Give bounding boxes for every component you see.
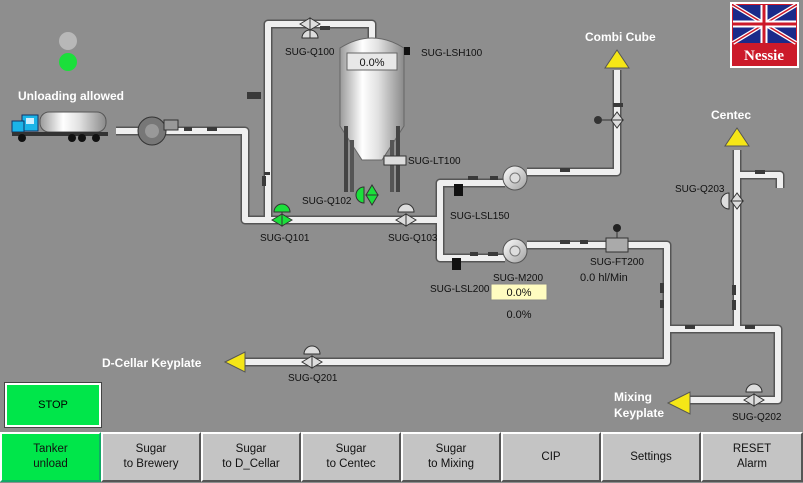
tag-q103: SUG-Q103	[388, 233, 438, 244]
nav-button-cip[interactable]: CIP	[501, 432, 601, 482]
arrow-mixing-icon	[666, 391, 691, 415]
valve-q201[interactable]	[301, 345, 323, 369]
status-lamps	[59, 32, 77, 71]
valve-q102[interactable]	[355, 184, 379, 206]
nessie-logo: Nessie	[730, 2, 799, 68]
dest-centec: Centec	[711, 108, 751, 122]
pipe-clamps	[184, 26, 765, 329]
dest-combi-cube: Combi Cube	[585, 30, 656, 44]
pipes	[116, 19, 785, 405]
dest-mixing-line1: Mixing	[614, 390, 652, 404]
tag-q201: SUG-Q201	[288, 373, 338, 384]
tag-ft200: SUG-FT200	[590, 257, 644, 268]
tag-lsl150: SUG-LSL150	[450, 211, 510, 222]
arrow-d-cellar-icon	[223, 351, 246, 373]
valve-q202[interactable]	[743, 383, 765, 407]
dest-d-cellar: D-Cellar Keyplate	[102, 356, 202, 370]
level-switch-lsh100-icon	[404, 47, 410, 55]
valve-q101[interactable]	[271, 203, 293, 227]
tag-q102: SUG-Q102	[302, 196, 352, 207]
tag-q100: SUG-Q100	[285, 47, 335, 58]
level-switch-lsl150-icon	[454, 184, 463, 196]
pump-speed-box[interactable]	[490, 283, 548, 301]
tag-lsl200: SUG-LSL200	[430, 284, 490, 295]
tank-level-box	[346, 52, 398, 71]
valve-q100[interactable]	[299, 17, 321, 39]
unloading-allowed-label: Unloading allowed	[18, 89, 124, 103]
tag-lsh100: SUG-LSH100	[421, 48, 483, 59]
pump-m200-icon[interactable]	[502, 238, 528, 264]
valve-q103[interactable]	[395, 203, 417, 227]
arrow-centec-icon	[724, 127, 750, 147]
stop-button[interactable]: STOP	[4, 382, 102, 428]
flow-transmitter-ft200-icon	[605, 224, 629, 253]
nav-button-tanker-unload[interactable]: Tanker unload	[0, 432, 101, 482]
nav-button-sugar-to-centec[interactable]: Sugar to Centec	[301, 432, 401, 482]
level-switch-lsl200-icon	[452, 258, 461, 270]
flow-value: 0.0 hl/Min	[580, 272, 628, 284]
nav-button-sugar-to-mixing[interactable]: Sugar to Mixing	[401, 432, 501, 482]
valve-combi-cube-manual[interactable]	[594, 111, 624, 129]
logo-text: Nessie	[744, 48, 784, 64]
tank-level-value: 0.0%	[359, 57, 384, 69]
valve-q203[interactable]	[720, 192, 744, 210]
nav-button-sugar-to-d-cellar[interactable]: Sugar to D_Cellar	[201, 432, 301, 482]
arrow-combi-cube-icon	[604, 49, 630, 69]
pump-speed-value: 0.0%	[506, 287, 531, 299]
pump-output-value: 0.0%	[506, 309, 531, 321]
nav-button-settings[interactable]: Settings	[601, 432, 701, 482]
tag-q101: SUG-Q101	[260, 233, 310, 244]
tag-q203: SUG-Q203	[675, 184, 725, 195]
nav-button-reset-alarm[interactable]: RESET Alarm	[701, 432, 803, 482]
lamp-off-indicator	[59, 32, 77, 50]
tag-lt100: SUG-LT100	[408, 156, 461, 167]
tag-q202: SUG-Q202	[732, 412, 782, 423]
unloading-pump-icon	[137, 116, 179, 146]
dest-mixing-line2: Keyplate	[614, 406, 664, 420]
nav-button-sugar-to-brewery[interactable]: Sugar to Brewery	[101, 432, 201, 482]
level-transmitter-lt100-icon	[383, 155, 407, 166]
silo-tank: 0.0%	[339, 37, 410, 192]
tag-m200: SUG-M200	[493, 273, 543, 284]
tanker-truck-icon	[11, 111, 108, 142]
lamp-on-indicator	[59, 53, 77, 71]
pump-150-icon[interactable]	[502, 165, 528, 191]
